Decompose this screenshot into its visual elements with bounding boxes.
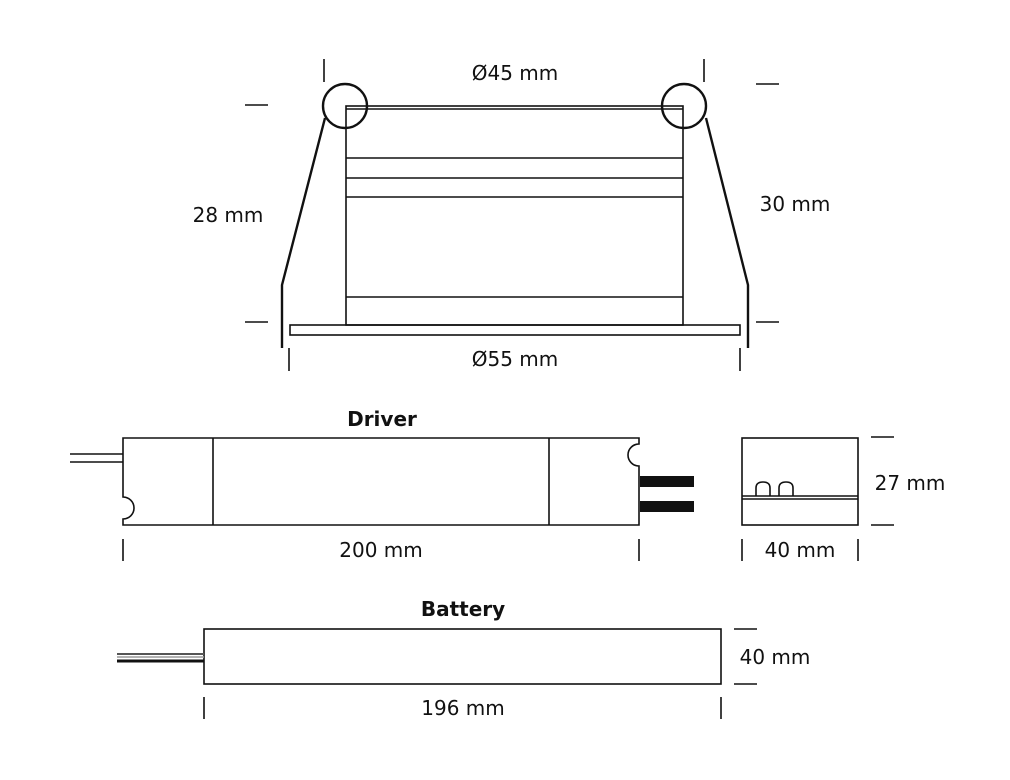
battery-drawing — [117, 628, 722, 685]
luminaire-drawing — [280, 82, 750, 348]
battery-body — [203, 628, 722, 685]
luminaire-right-height-label: 30 mm — [760, 192, 831, 216]
driver-title: Driver — [347, 407, 417, 431]
luminaire-top-diameter-label: Ø45 mm — [472, 61, 559, 85]
luminaire-dimension-ticks — [245, 59, 779, 371]
driver-housing — [122, 437, 640, 526]
driver-terminal-2 — [778, 481, 794, 496]
left-spring-arm — [280, 117, 327, 348]
driver-width-label: 40 mm — [765, 538, 836, 562]
luminaire-body — [345, 105, 684, 326]
driver-output-connector-1 — [640, 476, 694, 487]
battery-dimension-ticks — [203, 628, 757, 719]
luminaire-bottom-diameter-label: Ø55 mm — [472, 347, 559, 371]
left-spring-clip — [321, 82, 369, 130]
driver-end-housing — [741, 437, 859, 526]
driver-output-connector-2 — [640, 501, 694, 512]
battery-title: Battery — [421, 597, 505, 621]
battery-length-label: 196 mm — [421, 696, 505, 720]
driver-dimension-ticks — [122, 436, 894, 561]
luminaire-left-height-label: 28 mm — [193, 203, 264, 227]
right-spring-clip — [660, 82, 708, 130]
driver-length-label: 200 mm — [339, 538, 423, 562]
driver-terminal-1 — [755, 481, 771, 496]
driver-side-view — [70, 437, 694, 526]
driver-end-view — [741, 437, 859, 526]
battery-height-label: 40 mm — [740, 645, 811, 669]
luminaire-flange — [289, 324, 741, 336]
driver-height-label: 27 mm — [875, 471, 946, 495]
right-spring-arm — [704, 117, 750, 348]
